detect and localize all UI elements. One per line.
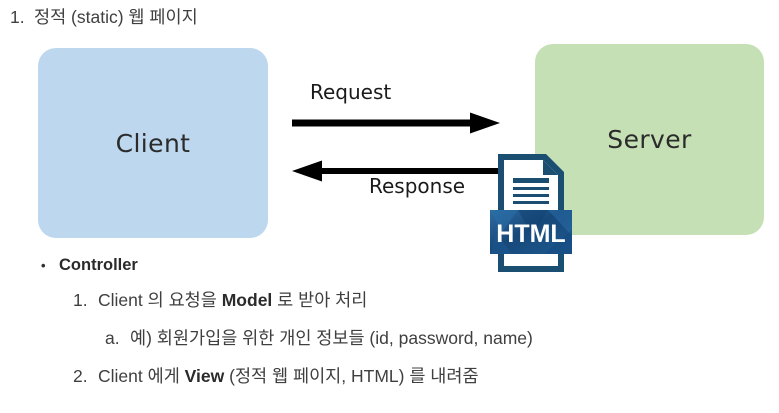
server-node-label: Server bbox=[607, 125, 692, 154]
client-server-diagram: Client Server Request Response bbox=[0, 36, 779, 272]
page-title: 1. 정적 (static) 웹 페이지 bbox=[10, 4, 198, 30]
note-item-marker: • bbox=[41, 258, 46, 273]
note-item-text: 예) 회원가입을 위한 개인 정보들 (id, password, name) bbox=[130, 319, 533, 357]
note-item-text-part: 로 받아 처리 bbox=[272, 290, 368, 310]
note-item-text-part: Controller bbox=[59, 256, 138, 274]
note-item-text-part: Client 의 요청을 bbox=[98, 290, 222, 310]
client-node: Client bbox=[38, 48, 268, 238]
note-item-text-part: View bbox=[184, 366, 225, 386]
page-title-text: 정적 (static) 웹 페이지 bbox=[34, 7, 198, 27]
note-item: 1. Client 의 요청을 Model 로 받아 처리 bbox=[0, 281, 779, 319]
response-arrow-icon bbox=[292, 160, 501, 182]
request-arrow-label: Request bbox=[310, 80, 392, 104]
request-arrow-icon bbox=[292, 112, 500, 134]
note-item-text-part: 예) 회원가입을 위한 개인 정보들 (id, password, name) bbox=[130, 328, 533, 348]
note-item-marker: 2. bbox=[73, 366, 88, 386]
client-node-label: Client bbox=[115, 128, 191, 158]
note-item: 2. Client 에게 View (정적 웹 페이지, HTML) 를 내려줌 bbox=[0, 357, 779, 395]
note-item: • Controller bbox=[0, 250, 779, 281]
note-item-text: Client 의 요청을 Model 로 받아 처리 bbox=[98, 281, 367, 319]
html-icon-label: HTML bbox=[496, 220, 565, 248]
page-title-marker: 1. bbox=[10, 7, 25, 27]
note-item-text: Client 에게 View (정적 웹 페이지, HTML) 를 내려줌 bbox=[98, 357, 479, 395]
response-arrow-label: Response bbox=[369, 174, 466, 198]
note-item: a. 예) 회원가입을 위한 개인 정보들 (id, password, name… bbox=[0, 319, 779, 357]
note-item-text-part: (정적 웹 페이지, HTML) 를 내려줌 bbox=[224, 366, 479, 386]
html-file-icon: HTML bbox=[490, 154, 572, 272]
note-item-text-part: Client 에게 bbox=[98, 366, 185, 386]
note-item-text-part: Model bbox=[221, 290, 273, 310]
note-item-marker: a. bbox=[105, 328, 120, 348]
server-node: Server bbox=[535, 44, 764, 235]
note-item-text: Controller bbox=[59, 250, 138, 280]
note-item-marker: 1. bbox=[73, 290, 88, 310]
